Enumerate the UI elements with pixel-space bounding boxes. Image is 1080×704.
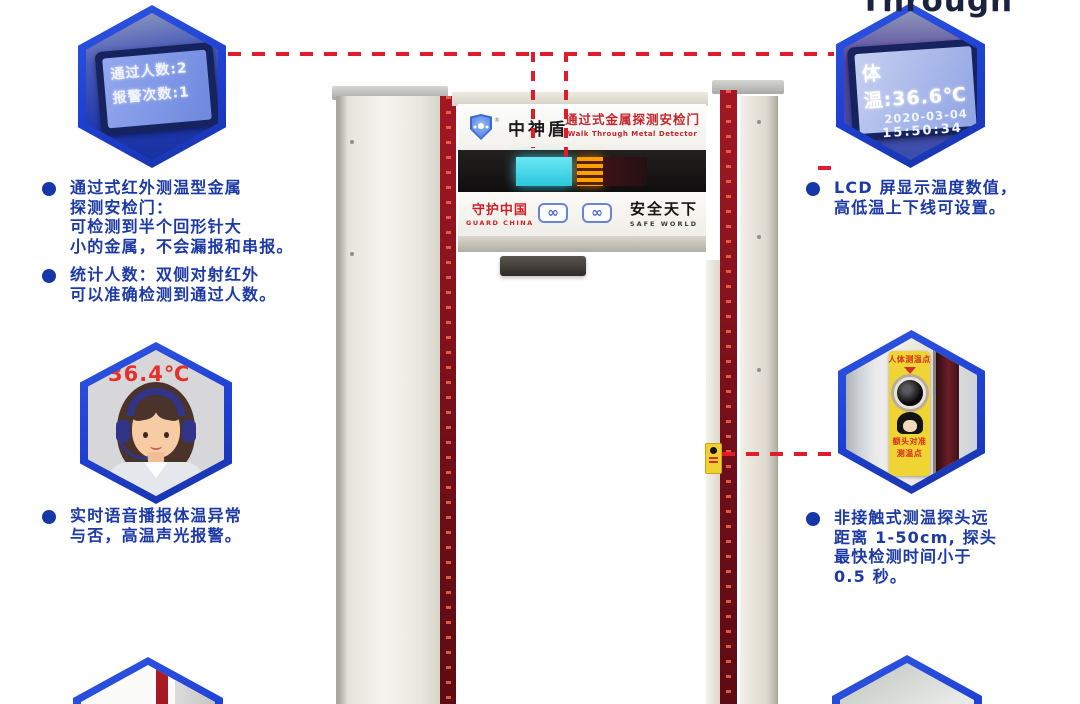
callout-temp-lcd: 体温:36.6℃ 2020-03-04 15:50:34: [836, 3, 985, 168]
screw-dot: [757, 120, 761, 124]
feature-right-1: LCD 屏显示温度数值， 高低温上下线可设置。: [806, 178, 1017, 217]
lcd-screen: 通过人数:2 报警次数:1: [102, 49, 212, 129]
feature-right-2: 非接触式测温探头远 距离 1-50cm, 探头 最快检测时间小于 0.5 秒。: [806, 508, 997, 586]
slogan-right-cn: 安全天下: [629, 200, 698, 218]
slogan-right: 安全天下 SAFE WORLD: [630, 198, 698, 228]
feature-line: 0.5 秒。: [834, 566, 908, 586]
beam-led-dark-zone: [603, 157, 647, 186]
feature-line: 可检测到半个回形针大: [70, 217, 243, 236]
gate-titles: 通过式金属探测安检门 Walk Through Metal Detector: [565, 109, 700, 138]
probe-label-top: 人体测温点: [888, 355, 931, 365]
beam-led-bars: [577, 157, 603, 186]
brand-name: 中神盾: [508, 119, 568, 140]
hexagon-content: 通过人数:2 报警次数:1: [86, 13, 218, 160]
feature-text: 双侧对射红外: [156, 265, 260, 284]
probe-label-bottom2: 测温点: [896, 449, 923, 459]
bullet-icon: [42, 182, 56, 196]
screw-dot: [757, 235, 761, 239]
connector-drop-left: [531, 52, 535, 148]
beam-display-strip: [458, 150, 706, 192]
gate-title-en: Walk Through Metal Detector: [567, 130, 698, 138]
screw-dot: [757, 368, 761, 372]
callout-counter-lcd: 通过人数:2 报警次数:1: [78, 5, 226, 168]
bullet-icon: [806, 512, 820, 526]
feature-left-3: 实时语音播报体温异常 与否，高温声光报警。: [42, 506, 242, 545]
feature-line: 统计人数：双侧对射红外: [70, 265, 276, 285]
probe-lens-icon: [893, 377, 926, 410]
lcd-screen: 体温:36.6℃ 2020-03-04 15:50:34: [854, 46, 977, 141]
gate-title-cn: 通过式金属探测安检门: [564, 112, 700, 127]
hexagon-content: 体温:36.6℃ 2020-03-04 15:50:34: [844, 11, 977, 160]
probe-label-bottom1: 额头对准: [892, 437, 927, 447]
slogan-left-cn: 守护中国: [471, 203, 528, 218]
bullet-icon: [806, 182, 820, 196]
probe-sticker-on-pillar: [705, 443, 722, 474]
connector-tick: [818, 166, 832, 170]
feature-line: 高低温上下线可设置。: [834, 197, 1007, 217]
screw-dot: [350, 140, 354, 144]
pillar-led-stripe: [936, 338, 959, 486]
lcd-module: 体温:36.6℃ 2020-03-04 15:50:34: [846, 38, 977, 142]
bullet-icon: [42, 269, 56, 283]
brand-shield-icon: [470, 114, 492, 140]
lcd-temp-value: 体温:36.6℃: [861, 62, 968, 113]
beam-brand-row: ® 中神盾 通过式金属探测安检门 Walk Through Metal Dete…: [458, 104, 706, 150]
lcd-module: 通过人数:2 报警次数:1: [94, 42, 218, 136]
slogan-left-en: GUARD CHINA: [466, 219, 534, 227]
screw-dot: [350, 252, 354, 256]
beam-top-face: [452, 92, 708, 106]
feature-line: 通过式红外测温型金属: [70, 178, 243, 197]
feature-line: 最快检测时间小于: [834, 547, 972, 566]
beam-slogan-row: 守护中国 GUARD CHINA ∞ ∞ 安全天下 SAFE WORLD: [458, 192, 706, 236]
feature-term: 统计人数：: [70, 265, 157, 284]
feature-line: 非接触式测温探头远: [834, 508, 989, 527]
watermark-through-text: Through: [860, 0, 1014, 19]
callout-probe: 人体测温点 额头对准 测温点: [838, 330, 985, 494]
headset-icon: [127, 388, 185, 416]
beam-speaker-slot: [500, 256, 586, 276]
feature-line: 距离 1-50cm, 探头: [834, 527, 998, 547]
connector-line-probe: [722, 452, 836, 456]
right-pillar: [740, 96, 778, 704]
callout-operator: 36.4℃: [80, 342, 232, 504]
slogan-left: 守护中国 GUARD CHINA: [466, 199, 534, 227]
beam-lcd-screen: [516, 157, 572, 186]
face-align-icon: [896, 412, 923, 435]
infinity-logo-icon: ∞: [538, 203, 568, 223]
feature-left-2: 统计人数：双侧对射红外 可以准确检测到通过人数。: [42, 265, 276, 304]
registered-mark: ®: [494, 116, 500, 124]
right-pillar-inner-face: [706, 260, 720, 704]
slogan-right-en: SAFE WORLD: [629, 220, 698, 228]
feature-line: 探测安检门：: [70, 197, 174, 217]
callout-bottom-right: [832, 655, 982, 704]
feature-line: 可以准确检测到通过人数。: [70, 284, 277, 304]
bullet-icon: [42, 510, 56, 524]
left-led-strip: [440, 96, 456, 704]
feature-line: 与否，高温声光报警。: [70, 525, 243, 545]
probe-sticker: 人体测温点 额头对准 测温点: [888, 351, 931, 476]
left-pillar: [336, 96, 442, 704]
callout-bottom-left: [73, 657, 223, 704]
feature-left-1: 通过式红外测温型金属 探测安检门： 可检测到半个回形针大 小的金属，不会漏报和串…: [42, 178, 294, 256]
right-led-strip: [720, 90, 737, 704]
feature-line: 小的金属，不会漏报和串报。: [70, 236, 294, 256]
arrow-down-icon: [903, 367, 916, 375]
beam-underside: [458, 236, 706, 252]
hexagon-content: 36.4℃: [88, 350, 224, 496]
connector-drop-right: [564, 52, 568, 166]
infinity-logo-icon: ∞: [582, 203, 612, 223]
feature-line: 实时语音播报体温异常: [70, 506, 243, 525]
feature-line: LCD 屏显示温度数值，: [834, 178, 1018, 197]
